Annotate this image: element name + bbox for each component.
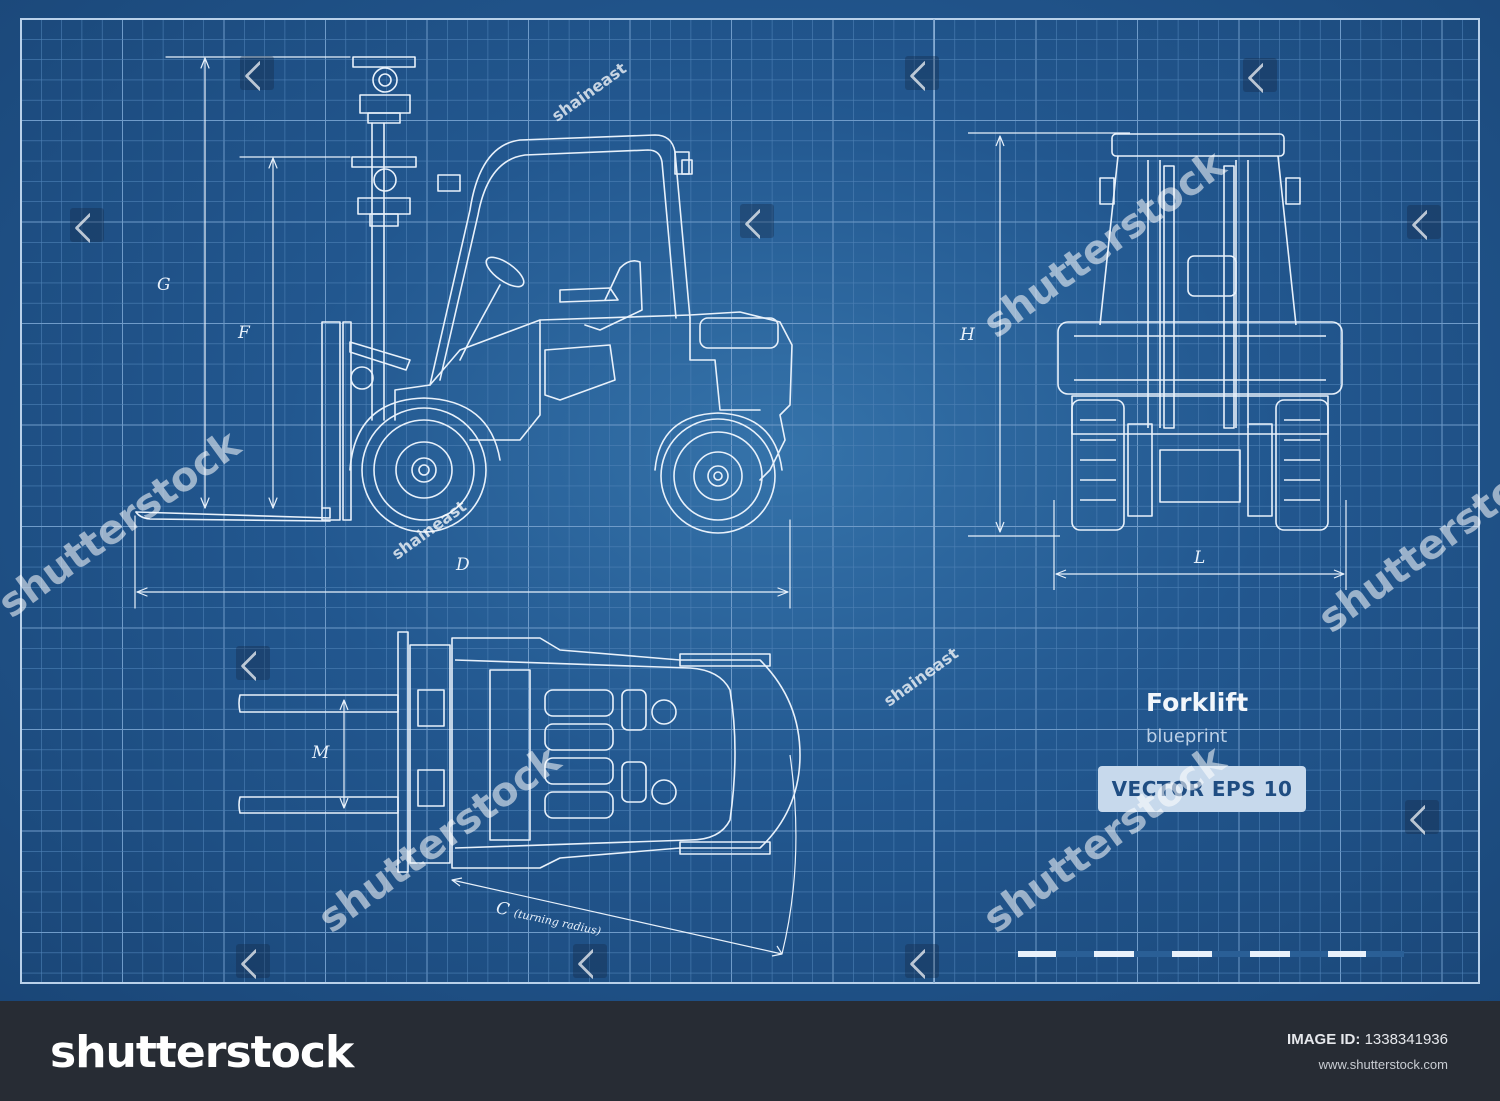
dimension-label-g: G — [157, 275, 171, 295]
footer-bar: shutterstock IMAGE ID: 1338341936 www.sh… — [0, 1001, 1500, 1101]
top-view — [238, 631, 801, 957]
blueprint-grid — [20, 18, 1479, 983]
site-url-link[interactable]: www.shutterstock.com — [1318, 1057, 1448, 1072]
dimension-c-letter: C — [494, 898, 512, 921]
watermark-logo-icon — [236, 646, 270, 680]
watermark-logo-icon — [70, 208, 104, 242]
front-view — [968, 132, 1347, 590]
dimension-label-f: F — [238, 323, 250, 343]
dimension-label-m: M — [312, 743, 330, 763]
watermark-logo-icon — [1405, 800, 1439, 834]
watermark-logo-icon — [240, 56, 274, 90]
dimension-label-d: D — [456, 555, 470, 575]
shutterstock-logo[interactable]: shutterstock — [50, 1027, 354, 1078]
vector-badge: VECTOR EPS 10 — [1098, 766, 1306, 812]
drawing-frame — [20, 18, 1480, 984]
scale-bar — [1018, 951, 1404, 957]
watermark-logo-icon — [740, 204, 774, 238]
watermark-logo-icon — [905, 944, 939, 978]
image-id-value: 1338341936 — [1364, 1031, 1448, 1048]
image-id: IMAGE ID: 1338341936 — [1287, 1031, 1448, 1048]
image-id-label: IMAGE ID: — [1287, 1031, 1361, 1048]
dimension-label-l: L — [1194, 548, 1206, 568]
title-main: Forklift — [1146, 688, 1249, 717]
watermark-logo-icon — [905, 56, 939, 90]
side-view — [134, 56, 793, 609]
blueprint-canvas: G F D H L M C (turning radius) Forklift … — [0, 0, 1500, 1001]
watermark-logo-icon — [236, 944, 270, 978]
title-subtitle: blueprint — [1146, 726, 1228, 747]
blueprint-drawing — [20, 18, 1480, 984]
watermark-logo-icon — [1243, 58, 1277, 92]
dimension-label-h: H — [960, 325, 975, 345]
watermark-logo-icon — [573, 944, 607, 978]
watermark-logo-icon — [1407, 205, 1441, 239]
